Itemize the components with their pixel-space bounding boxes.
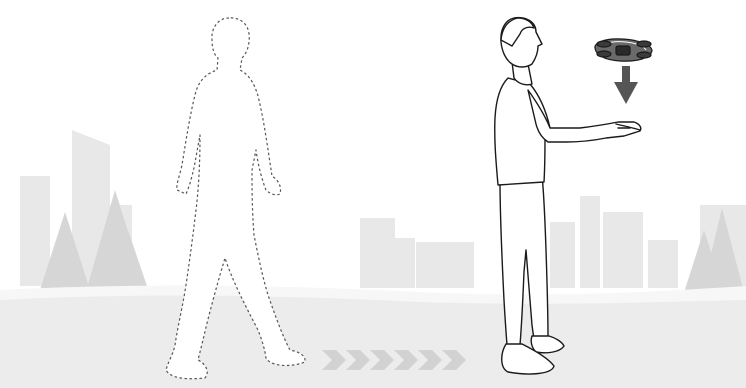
ground [0,290,746,388]
drone-icon [595,39,652,61]
down-arrow-icon [614,66,638,104]
